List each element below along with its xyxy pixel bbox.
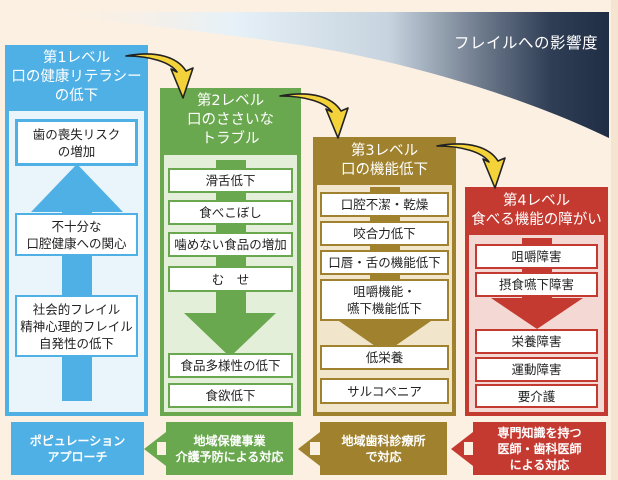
level-3-item: 低栄養	[320, 345, 449, 370]
level-3-item: 口唇・舌の機能低下	[320, 250, 449, 275]
level-1-column: 第1レベル 口の健康リテラシー の低下 歯の喪失リスク の増加 不十分な 口腔健…	[5, 45, 148, 416]
impact-wedge	[30, 12, 609, 138]
level-1-item: 不十分な 口腔健康への関心	[15, 213, 138, 256]
level-2-title-line: トラブル	[201, 131, 260, 147]
level-2-item: 噛めない食品の増加	[168, 232, 293, 257]
level-3-item: 口腔不潔・乾燥	[320, 192, 449, 217]
level-4-column: 第4レベル 食べる機能の障がい 咀嚼障害 摂食嚥下障害 栄養障害 運動障害 要介…	[465, 187, 608, 416]
level-2-item: む せ	[168, 266, 293, 292]
left-arrow-icon	[298, 432, 320, 466]
level-1-title-line: の低下	[54, 88, 99, 104]
level-3-title-line: 口の機能低下	[341, 162, 428, 178]
level-2-item: 滑舌低下	[168, 168, 293, 193]
level-2-title: 第2レベル 口のささいな トラブル	[160, 92, 301, 149]
level-4-panel: 咀嚼障害 摂食嚥下障害 栄養障害 運動障害 要介護	[469, 235, 604, 412]
level-2-title-line: 口のささいな	[187, 112, 274, 128]
level-4-item: 栄養障害	[475, 329, 598, 354]
level-3-column: 第3レベル 口の機能低下 口腔不潔・乾燥 咬合力低下 口唇・舌の機能低下 咀嚼機…	[313, 137, 456, 416]
level-2-item: 食べこぼし	[168, 200, 293, 225]
level-4-title: 第4レベル 食べる機能の障がい	[465, 192, 608, 230]
level-3-title-line: 第3レベル	[350, 143, 419, 159]
level-4-item: 要介護	[475, 384, 598, 408]
level-4-title-line: 食べる機能の障がい	[471, 212, 602, 228]
level-4-item: 摂食嚥下障害	[475, 272, 598, 297]
level-2-panel: 滑舌低下 食べこぼし 噛めない食品の増加 む せ 食品多様性の低下 食欲低下	[164, 155, 297, 412]
level-1-title-line: 口の健康リテラシー	[11, 69, 142, 85]
response-community-health: 地域保健事業 介護予防による対応	[166, 422, 293, 475]
level-4-item: 運動障害	[475, 357, 598, 382]
left-arrow-icon	[144, 432, 166, 466]
level-1-title: 第1レベル 口の健康リテラシー の低下	[5, 49, 148, 106]
level-2-column: 第2レベル 口のささいな トラブル 滑舌低下 食べこぼし 噛めない食品の増加 む…	[160, 88, 301, 416]
response-local-dental-clinic: 地域歯科診療所 で対応	[320, 422, 447, 475]
response-population-approach: ポピュレーション アプローチ	[11, 422, 144, 475]
level-1-panel: 歯の喪失リスク の増加 不十分な 口腔健康への関心 社会的フレイル 精神心理的フ…	[9, 111, 144, 412]
level-4-title-line: 第4レベル	[502, 193, 571, 209]
level-1-title-line: 第1レベル	[42, 50, 111, 66]
left-arrow-icon	[451, 432, 473, 466]
level-4-item: 咀嚼障害	[475, 244, 598, 269]
level-2-title-line: 第2レベル	[196, 93, 265, 109]
level-3-item: サルコペニア	[320, 378, 449, 404]
level-2-item: 食品多様性の低下	[168, 353, 293, 378]
level-1-item: 歯の喪失リスク の増加	[15, 119, 138, 166]
response-specialist-doctors: 専門知識を持つ 医師・歯科医師 による対応	[473, 422, 606, 475]
level-2-item: 食欲低下	[168, 383, 293, 408]
level-3-title: 第3レベル 口の機能低下	[313, 142, 456, 180]
right-edge-strip	[611, 0, 618, 480]
level-1-item: 社会的フレイル 精神心理的フレイル 自発性の低下	[15, 295, 138, 357]
impact-label: フレイルへの影響度	[453, 34, 598, 52]
level-3-item: 咀嚼機能・ 嚥下機能低下	[320, 279, 449, 321]
level-3-panel: 口腔不潔・乾燥 咬合力低下 口唇・舌の機能低下 咀嚼機能・ 嚥下機能低下 低栄養…	[317, 185, 452, 412]
level-3-item: 咬合力低下	[320, 221, 449, 246]
